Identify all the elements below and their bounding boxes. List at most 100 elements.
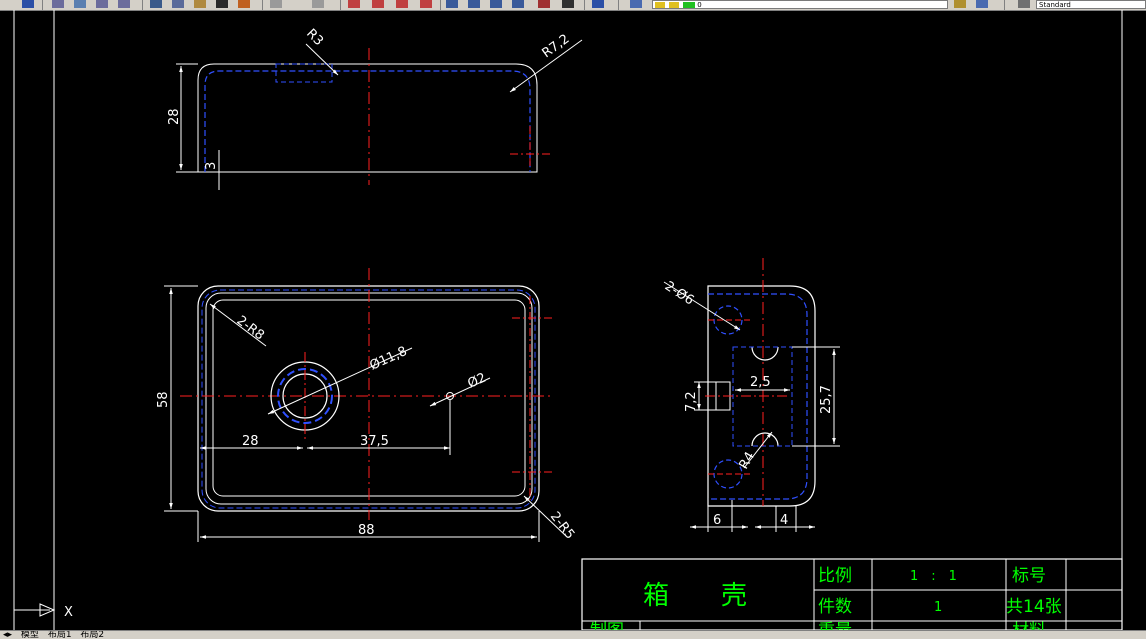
side-view-slot-dashed: [732, 346, 793, 447]
undo-icon[interactable]: [238, 0, 250, 8]
text-style-icon[interactable]: [1018, 0, 1030, 8]
cut-icon[interactable]: [150, 0, 162, 8]
ucs-x-label: X: [64, 605, 73, 620]
front-view-small-hole: [446, 392, 454, 400]
label-2d6: 2-Ø6: [662, 279, 697, 309]
toolbar-separator: [440, 0, 441, 10]
ucs-x-arrow: [39, 603, 56, 617]
layer-icons: [655, 2, 695, 8]
top-view: 28 3 R3 R7,2: [167, 26, 583, 190]
print-icon[interactable]: [52, 0, 64, 8]
zoom-realtime-icon[interactable]: [372, 0, 384, 8]
toolbar-separator: [1004, 0, 1005, 10]
label-2r5: 2-R5: [547, 509, 577, 542]
side-view-outline: [707, 285, 816, 507]
top-view-inner-dashed: [204, 70, 531, 172]
leader-r4: [743, 431, 773, 469]
match-icon[interactable]: [216, 0, 228, 8]
dim-slot-h-72: 7,2: [684, 391, 699, 412]
front-view: Ø11,8 Ø2 2-R8 58 28 37,5 88 2-R5: [156, 268, 577, 542]
toolbar: 0 Standard: [0, 0, 1146, 11]
zoom-previous-icon[interactable]: [420, 0, 432, 8]
preview-icon[interactable]: [74, 0, 86, 8]
toolbar-separator: [618, 0, 619, 10]
text-style-value: Standard: [1039, 1, 1071, 9]
sheets-total: 共14张: [1006, 597, 1062, 617]
layer-value: 0: [697, 1, 702, 9]
drawn-label: 制图: [590, 621, 624, 630]
material-label: 材料: [1012, 621, 1046, 630]
sheet-set-icon[interactable]: [512, 0, 524, 8]
ucs-icon: X: [14, 603, 73, 620]
layer-select[interactable]: 0: [652, 0, 948, 9]
label-d118: Ø11,8: [368, 344, 410, 374]
dim-offset-3: 3: [204, 162, 219, 170]
weight-label: 重量: [818, 621, 852, 630]
copy-icon[interactable]: [172, 0, 184, 8]
properties-icon[interactable]: [446, 0, 458, 8]
side-view-dashed: [708, 293, 808, 500]
title-block: 箱 壳 比例 1 : 1 标号 件数 1 共14张 制图 重量 材料: [581, 558, 1123, 630]
dim-left-6: 6: [713, 513, 721, 528]
toolbar-separator: [340, 0, 341, 10]
label-2r8: 2-R8: [234, 313, 267, 343]
layer-manager-icon[interactable]: [630, 0, 642, 8]
help-icon[interactable]: [592, 0, 604, 8]
dim-width-88: 88: [358, 523, 375, 538]
tab-model[interactable]: 模型: [20, 630, 39, 639]
scale-value: 1 : 1: [910, 569, 957, 584]
code-label: 标号: [1012, 566, 1046, 586]
dim-height-28: 28: [167, 108, 182, 125]
leader-d118: [267, 347, 413, 415]
part-name: 箱 壳: [643, 581, 747, 611]
side-view-slot-top: [751, 346, 779, 361]
toolbar-separator: [262, 0, 263, 10]
dim-dist-375: 37,5: [360, 434, 389, 449]
design-center-icon[interactable]: [468, 0, 480, 8]
layer-previous-icon[interactable]: [976, 0, 988, 8]
leader-r3: [305, 43, 339, 76]
label-r3: R3: [303, 26, 326, 49]
qty-value: 1: [934, 600, 942, 615]
top-view-slot: [275, 63, 333, 83]
side-view-slot-bottom: [751, 432, 779, 447]
calculator-icon[interactable]: [562, 0, 574, 8]
toolbar-separator: [42, 0, 43, 10]
pan-icon[interactable]: [348, 0, 360, 8]
toolbar-separator: [142, 0, 143, 10]
qty-label: 件数: [818, 597, 852, 617]
top-view-outline: [197, 63, 538, 173]
publish-icon[interactable]: [96, 0, 108, 8]
label-r72: R7,2: [540, 32, 573, 62]
scale-label: 比例: [818, 566, 852, 586]
markup-icon[interactable]: [538, 0, 550, 8]
dim-height-58: 58: [156, 391, 171, 408]
tool-palettes-icon[interactable]: [490, 0, 502, 8]
leader-2r8: [209, 303, 267, 347]
label-d2: Ø2: [466, 370, 489, 391]
front-view-hole-mid: [277, 368, 333, 424]
tab-layout2[interactable]: 布局2: [80, 630, 105, 639]
dim-right-4: 4: [780, 513, 788, 528]
dim-height-257: 25,7: [819, 385, 834, 414]
plot-icon[interactable]: [118, 0, 130, 8]
leader-2r5: [523, 495, 567, 537]
save-icon[interactable]: [22, 0, 34, 8]
zoom-window-icon[interactable]: [396, 0, 408, 8]
tab-layout1[interactable]: 布局1: [47, 630, 72, 639]
redo-icon[interactable]: [270, 0, 282, 8]
make-current-icon[interactable]: [954, 0, 966, 8]
label-r4: R4: [736, 450, 758, 472]
side-view: 2-Ø6 2,5 7,2 25,7 R4 6 4: [662, 258, 840, 532]
drawing-canvas[interactable]: 28 3 R3 R7,2 Ø11,8 Ø2 2-R8 58 28: [0, 10, 1146, 630]
paste-icon[interactable]: [194, 0, 206, 8]
dim-dist-28: 28: [242, 434, 259, 449]
dim-slot-25: 2,5: [750, 375, 771, 390]
leader-2d6: [663, 281, 741, 331]
hyperlink-icon[interactable]: [312, 0, 324, 8]
toolbar-separator: [584, 0, 585, 10]
text-style-select[interactable]: Standard: [1036, 0, 1146, 9]
leader-r72: [509, 39, 583, 93]
leader-d2: [429, 377, 491, 407]
tab-nav-icon[interactable]: ◂▸: [3, 630, 13, 639]
